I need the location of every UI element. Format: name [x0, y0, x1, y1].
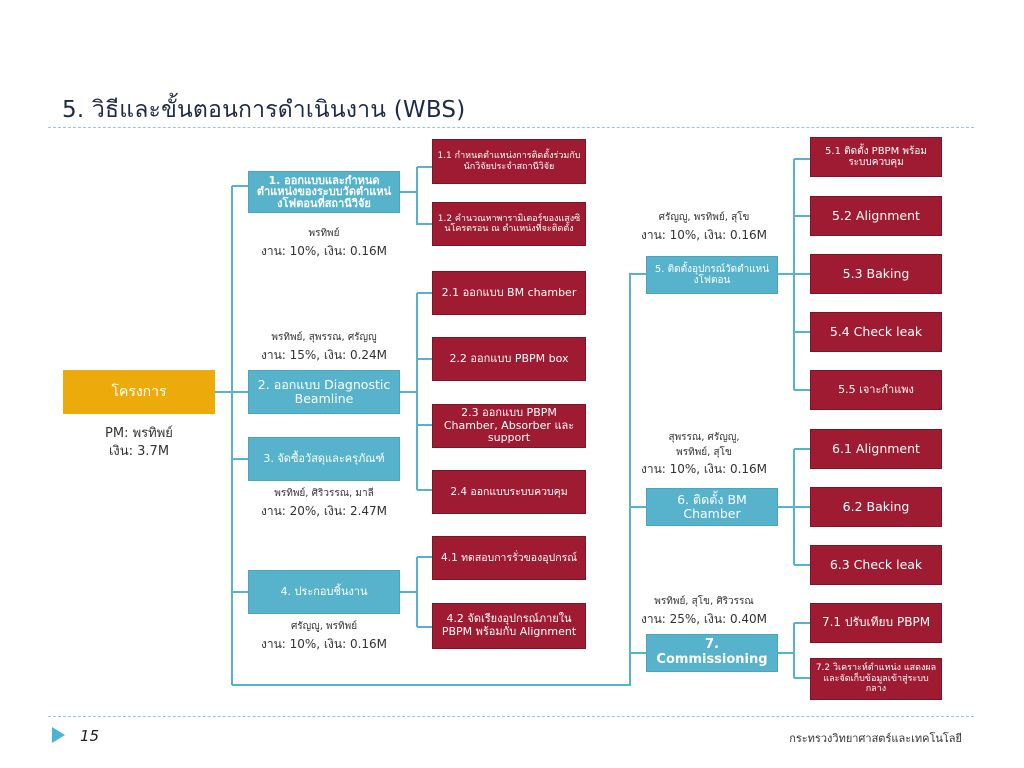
- task-5-box[interactable]: 5. ติดตั้งอุปกรณ์วัดตำแหน่งโฟตอน: [646, 256, 778, 294]
- subtask-2-1-box[interactable]: 2.1 ออกแบบ BM chamber: [432, 271, 586, 315]
- task-1-effort: งาน: 10%, เงิน: 0.16M: [260, 243, 388, 258]
- task-3-box[interactable]: 3. จัดซื้อวัสดุและครุภัณฑ์: [248, 437, 400, 481]
- task-5-people: ศรัญญู, พรทิพย์, สุโข: [658, 212, 750, 223]
- subtask-5-2-box[interactable]: 5.2 Alignment: [810, 196, 942, 236]
- play-arrow-icon: [52, 727, 65, 743]
- subtask-7-2-box[interactable]: 7.2 วิเคราะห์ตำแหน่ง แสดงผลและจัดเก็บข้อ…: [810, 658, 942, 700]
- subtask-6-1-box[interactable]: 6.1 Alignment: [810, 429, 942, 469]
- subtask-1-1-label: 1.1 กำหนดตำแหน่งการติดตั้งร่วมกับนักวิจั…: [437, 151, 581, 172]
- project-root-info: PM: พรทิพย์ เงิน: 3.7M: [63, 425, 215, 461]
- task-5-effort: งาน: 10%, เงิน: 0.16M: [640, 227, 768, 242]
- top-divider: [48, 127, 974, 128]
- subtask-2-1-label: 2.1 ออกแบบ BM chamber: [441, 285, 577, 299]
- subtask-4-2-label: 4.2 จัดเรียงอุปกรณ์ภายใน PBPM พร้อมกับ A…: [441, 612, 577, 638]
- task-1-box[interactable]: 1. ออกแบบและกำหนดตำแหน่งของระบบวัดตำแหน่…: [248, 171, 400, 213]
- subtask-6-2-label: 6.2 Baking: [842, 498, 910, 514]
- subtask-2-4-label: 2.4 ออกแบบระบบควบคุม: [450, 485, 568, 498]
- subtask-4-1-box[interactable]: 4.1 ทดสอบการรั่วของอุปกรณ์: [432, 536, 586, 580]
- subtask-2-3-box[interactable]: 2.3 ออกแบบ PBPM Chamber, Absorber และ su…: [432, 404, 586, 448]
- subtask-7-1-box[interactable]: 7.1 ปรับเทียบ PBPM: [810, 603, 942, 643]
- subtask-5-3-label: 5.3 Baking: [842, 265, 910, 281]
- subtask-7-1-label: 7.1 ปรับเทียบ PBPM: [821, 615, 931, 630]
- subtask-2-3-label: 2.3 ออกแบบ PBPM Chamber, Absorber และ su…: [443, 406, 575, 445]
- task-2-label: 2. ออกแบบ Diagnostic Beamline: [257, 376, 391, 406]
- subtask-2-2-box[interactable]: 2.2 ออกแบบ PBPM box: [432, 337, 586, 381]
- subtask-6-3-box[interactable]: 6.3 Check leak: [810, 545, 942, 585]
- footer-ministry: กระทรวงวิทยาศาสตร์และเทคโนโลยี: [789, 732, 962, 745]
- task-5-label: 5. ติดตั้งอุปกรณ์วัดตำแหน่งโฟตอน: [654, 263, 770, 287]
- subtask-2-2-label: 2.2 ออกแบบ PBPM box: [449, 351, 569, 365]
- subtask-6-2-box[interactable]: 6.2 Baking: [810, 487, 942, 527]
- subtask-5-2-label: 5.2 Alignment: [832, 207, 920, 223]
- task-3-info: พรทิพย์, ศิริวรรณ, มาลี งาน: 20%, เงิน: …: [248, 486, 400, 520]
- project-pm: PM: พรทิพย์: [105, 426, 173, 441]
- task-7-label: 7. Commissioning: [656, 637, 768, 667]
- task-3-effort: งาน: 20%, เงิน: 2.47M: [260, 503, 388, 518]
- task-7-box[interactable]: 7. Commissioning: [646, 634, 778, 672]
- task-4-info: ศรัญญู, พรทิพย์ งาน: 10%, เงิน: 0.16M: [248, 619, 400, 653]
- task-3-people: พรทิพย์, ศิริวรรณ, มาลี: [274, 488, 374, 499]
- subtask-5-3-box[interactable]: 5.3 Baking: [810, 254, 942, 294]
- task-6-effort: งาน: 10%, เงิน: 0.16M: [640, 462, 768, 476]
- subtask-5-5-label: 5.5 เจาะกำแพง: [838, 382, 914, 396]
- subtask-1-2-box[interactable]: 1.2 คำนวณหาพารามิเตอร์ของแสงซินโครตรอน ณ…: [432, 202, 586, 246]
- task-6-label: 6. ติดตั้ง BM Chamber: [677, 491, 747, 521]
- task-3-label: 3. จัดซื้อวัสดุและครุภัณฑ์: [263, 451, 385, 465]
- task-2-info: พรทิพย์, สุพรรณ, ศรัญญู งาน: 15%, เงิน: …: [248, 330, 400, 364]
- subtask-5-4-label: 5.4 Check leak: [829, 323, 923, 339]
- task-5-info: ศรัญญู, พรทิพย์, สุโข งาน: 10%, เงิน: 0.…: [630, 210, 778, 244]
- task-6-info: สุพรรณ, ศรัญญู, พรทิพย์, สุโข งาน: 10%, …: [630, 430, 778, 478]
- subtask-6-1-label: 6.1 Alignment: [832, 440, 920, 456]
- subtask-5-5-box[interactable]: 5.5 เจาะกำแพง: [810, 370, 942, 410]
- task-6-people-line-2: พรทิพย์, สุโข: [676, 447, 732, 458]
- task-2-box[interactable]: 2. ออกแบบ Diagnostic Beamline: [248, 370, 400, 414]
- page-number: 15: [80, 727, 100, 745]
- subtask-1-1-box[interactable]: 1.1 กำหนดตำแหน่งการติดตั้งร่วมกับนักวิจั…: [432, 139, 586, 184]
- task-4-box[interactable]: 4. ประกอบชิ้นงาน: [248, 570, 400, 614]
- task-1-label: 1. ออกแบบและกำหนดตำแหน่งของระบบวัดตำแหน่…: [256, 173, 392, 210]
- task-7-people: พรทิพย์, สุโข, ศิริวรรณ: [654, 596, 754, 607]
- subtask-5-1-label: 5.1 ติดตั้ง PBPM พร้อมระบบควบคุม: [825, 145, 927, 169]
- subtask-7-2-label: 7.2 วิเคราะห์ตำแหน่ง แสดงผลและจัดเก็บข้อ…: [815, 663, 937, 695]
- task-4-label: 4. ประกอบชิ้นงาน: [280, 584, 368, 598]
- task-7-info: พรทิพย์, สุโข, ศิริวรรณ งาน: 25%, เงิน: …: [630, 594, 778, 628]
- project-root-box[interactable]: โครงการ: [63, 370, 215, 414]
- subtask-4-1-label: 4.1 ทดสอบการรั่วของอุปกรณ์: [441, 551, 577, 564]
- project-root-label: โครงการ: [111, 383, 167, 400]
- subtask-5-1-box[interactable]: 5.1 ติดตั้ง PBPM พร้อมระบบควบคุม: [810, 137, 942, 177]
- subtask-2-4-box[interactable]: 2.4 ออกแบบระบบควบคุม: [432, 470, 586, 514]
- subtask-5-4-box[interactable]: 5.4 Check leak: [810, 312, 942, 352]
- task-7-effort: งาน: 25%, เงิน: 0.40M: [640, 611, 768, 626]
- task-4-effort: งาน: 10%, เงิน: 0.16M: [260, 636, 388, 651]
- slide-title: 5. วิธีและขั้นตอนการดำเนินงาน (WBS): [62, 97, 466, 123]
- task-2-people: พรทิพย์, สุพรรณ, ศรัญญู: [271, 332, 377, 343]
- bottom-divider: [48, 716, 974, 717]
- subtask-4-2-box[interactable]: 4.2 จัดเรียงอุปกรณ์ภายใน PBPM พร้อมกับ A…: [432, 603, 586, 649]
- project-budget: เงิน: 3.7M: [108, 444, 170, 460]
- subtask-6-3-label: 6.3 Check leak: [829, 556, 923, 572]
- task-6-box[interactable]: 6. ติดตั้ง BM Chamber: [646, 488, 778, 526]
- task-4-people: ศรัญญู, พรทิพย์: [290, 621, 358, 632]
- task-6-people-line-1: สุพรรณ, ศรัญญู,: [668, 432, 740, 443]
- task-1-people: พรทิพย์: [308, 228, 340, 239]
- task-1-info: พรทิพย์ งาน: 10%, เงิน: 0.16M: [248, 226, 400, 260]
- task-2-effort: งาน: 15%, เงิน: 0.24M: [260, 347, 388, 362]
- subtask-1-2-label: 1.2 คำนวณหาพารามิเตอร์ของแสงซินโครตรอน ณ…: [437, 213, 581, 234]
